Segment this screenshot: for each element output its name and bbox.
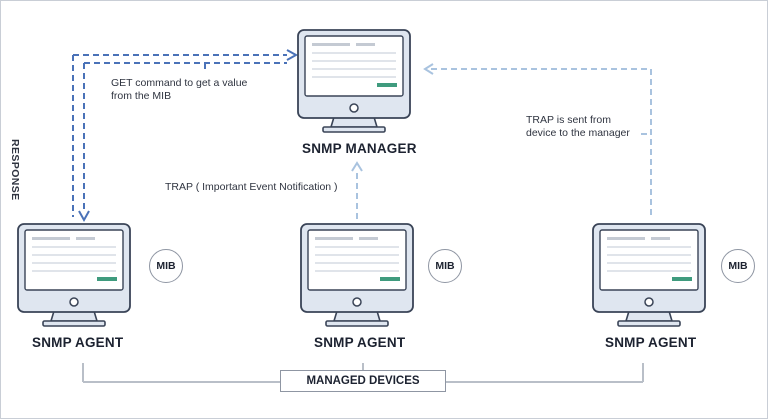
trap-right-arrowhead <box>423 63 434 75</box>
agent-left-monitor <box>17 223 131 327</box>
trap-right-arrow <box>431 68 652 219</box>
manager-monitor <box>297 29 411 133</box>
agent-left-title: SNMP AGENT <box>32 335 124 350</box>
trap-right-line2: device to the manager <box>526 127 630 139</box>
manager-title: SNMP MANAGER <box>302 141 417 156</box>
get-command-arrow <box>72 54 287 217</box>
agent-right-monitor <box>592 223 706 327</box>
agent-middle-monitor <box>300 223 414 327</box>
response-label: RESPONSE <box>9 139 21 201</box>
response-arrowhead <box>78 210 90 223</box>
agent-right-title: SNMP AGENT <box>605 335 697 350</box>
managed-devices-bracket <box>82 363 644 383</box>
agent-middle-title: SNMP AGENT <box>314 335 406 350</box>
trap-center-label: TRAP ( Important Event Notification ) <box>165 181 338 193</box>
get-command-line2: from the MIB <box>111 90 172 102</box>
managed-devices-label: MANAGED DEVICES <box>280 370 446 392</box>
trap-right-label: TRAP is sent from device to the manager <box>526 114 630 140</box>
trap-right-line1: TRAP is sent from <box>526 114 611 126</box>
get-command-line1: GET command to get a value <box>111 77 248 89</box>
trap-center-arrowhead <box>351 161 363 172</box>
mib-badge-middle: MIB <box>428 249 462 283</box>
mib-badge-left: MIB <box>149 249 183 283</box>
mib-badge-right: MIB <box>721 249 755 283</box>
get-arrowhead <box>286 49 299 61</box>
get-command-label: GET command to get a value from the MIB <box>111 77 247 103</box>
